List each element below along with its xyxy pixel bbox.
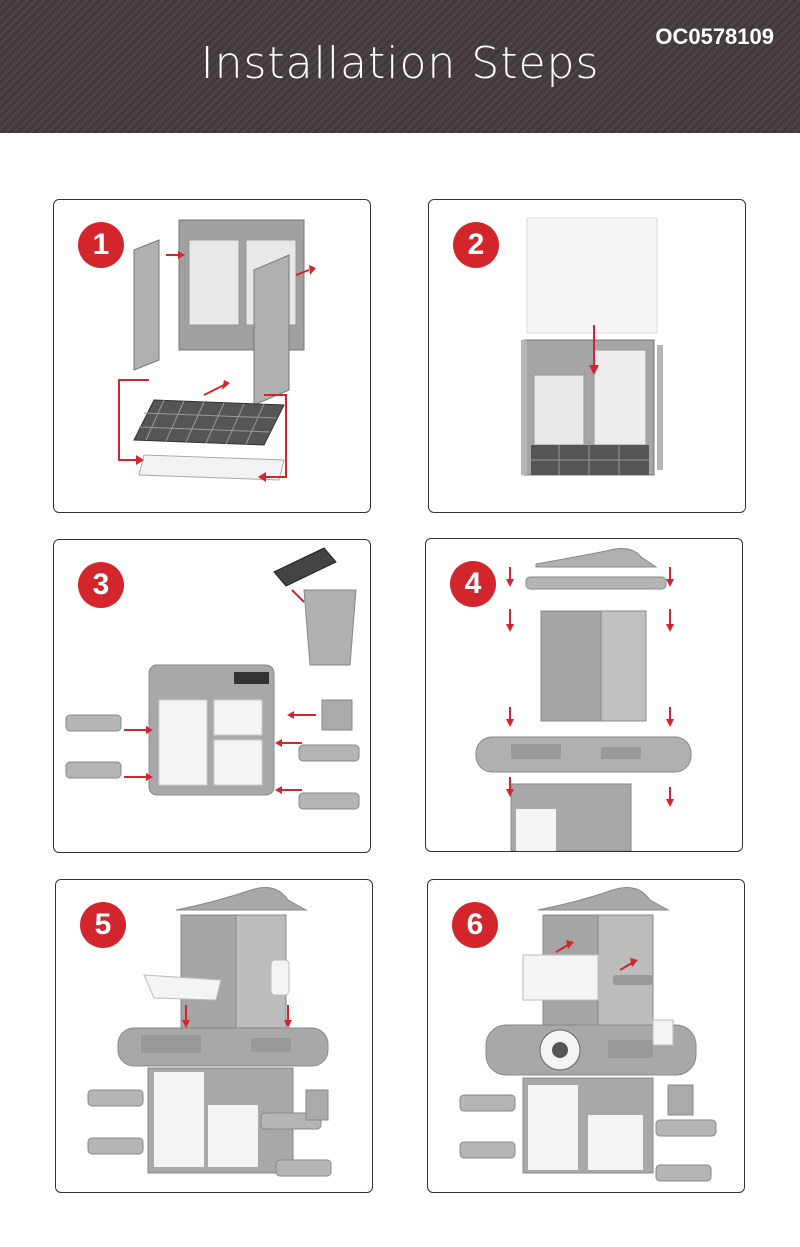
step-2-illustration: [521, 217, 663, 476]
step-5-illustration: [87, 887, 332, 1177]
header-banner: Installation Steps OC0578109: [0, 0, 800, 133]
product-code: OC0578109: [655, 24, 774, 49]
step-3-panel: 3: [53, 539, 371, 853]
page-title: Installation Steps: [200, 38, 600, 89]
step-6-illustration: [459, 887, 717, 1182]
step-4-illustration: [475, 548, 692, 851]
step-4-badge: 4: [450, 561, 496, 607]
step-5-panel: 5: [55, 879, 373, 1193]
step-1-panel: 1: [53, 199, 371, 513]
step-3-illustration: [65, 547, 360, 810]
step-2-badge: 2: [453, 222, 499, 268]
step-6-panel: 6: [427, 879, 745, 1193]
step-3-badge: 3: [78, 562, 124, 608]
step-1-illustration: [118, 219, 316, 482]
step-4-panel: 4: [425, 538, 743, 852]
step-5-badge: 5: [80, 902, 126, 948]
step-2-panel: 2: [428, 199, 746, 513]
step-1-badge: 1: [78, 222, 124, 268]
step-6-badge: 6: [452, 902, 498, 948]
